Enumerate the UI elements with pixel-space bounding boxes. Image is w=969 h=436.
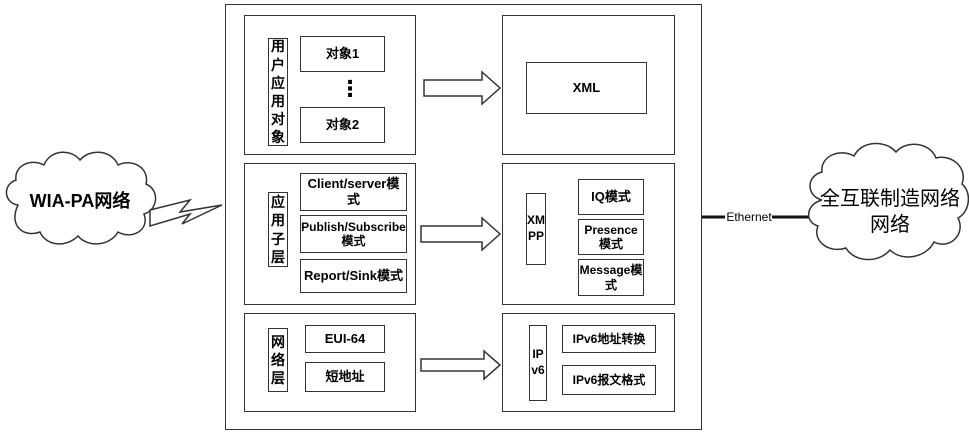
ethernet-label: Ethernet [722, 207, 776, 227]
eui64-box: EUI-64 [305, 325, 385, 353]
ipv6-address-conversion-box: IPv6地址转换 [562, 325, 656, 353]
short-address-box: 短地址 [305, 362, 385, 392]
ipv6-title: IPv6 [529, 325, 547, 401]
client-server-mode-box: Client/server模式 [300, 173, 407, 211]
user-app-title: 用户应用对象 [268, 38, 288, 146]
xmpp-title: XMPP [526, 193, 546, 265]
app-sublayer-title: 应用子层 [268, 192, 288, 267]
presence-mode-box: Presence模式 [578, 219, 644, 255]
object-1-box: 对象1 [300, 36, 385, 72]
publish-subscribe-mode-box: Publish/Subscribe模式 [300, 215, 407, 253]
fully-interconnected-network-label: 全互联制造网络网络 [820, 182, 960, 242]
xml-box: XML [526, 62, 647, 114]
ipv6-packet-format-box: IPv6报文格式 [562, 365, 656, 395]
report-sink-mode-box: Report/Sink模式 [300, 259, 407, 293]
message-mode-box: Message模式 [578, 259, 644, 296]
iq-mode-box: IQ模式 [578, 179, 644, 215]
wia-pa-network-label: WIA-PA网络 [20, 185, 140, 215]
ellipsis: ⋮ [330, 76, 370, 102]
network-layer-title: 网络层 [268, 328, 288, 392]
lightning-icon [150, 200, 222, 226]
object-2-box: 对象2 [300, 107, 385, 143]
